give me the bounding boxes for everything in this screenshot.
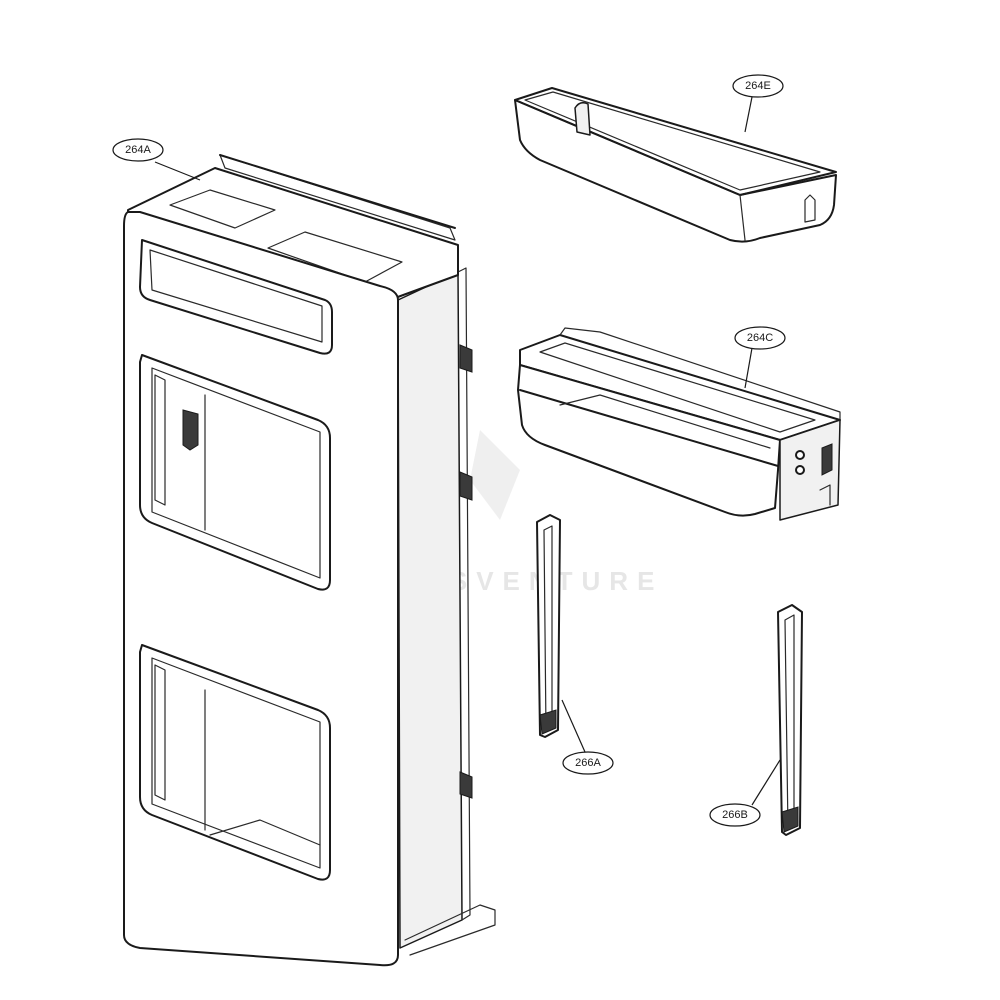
watermark-logo [470, 430, 520, 520]
left-rail-part [536, 514, 561, 738]
door-liner-front [123, 211, 399, 967]
door-liner-side [397, 271, 463, 949]
door-bin-part [517, 327, 841, 521]
callout-label-264C: 264C [747, 332, 773, 344]
callout-266A: 266A [561, 699, 614, 775]
door-liner-clip [459, 344, 473, 373]
upper-basket-front [514, 99, 837, 243]
callout-oval [732, 74, 784, 98]
callout-264A: 264A [112, 138, 201, 181]
callout-264C: 264C [734, 326, 786, 389]
callout-266B: 266B [709, 759, 781, 827]
callout-oval [709, 803, 761, 827]
callout-264E: 264E [732, 74, 784, 133]
door-bin-bracket [779, 419, 841, 521]
door-liner-part [123, 154, 496, 967]
callout-label-264A: 264A [125, 144, 151, 156]
upper-basket-part [514, 87, 837, 243]
right-rail [777, 604, 803, 836]
callout-label-266A: 266A [575, 757, 601, 769]
right-rail-part [777, 604, 803, 836]
door-liner-shelf-3 [139, 644, 331, 881]
door-liner-shelf-1 [139, 239, 333, 355]
left-rail [536, 514, 561, 738]
callout-oval [112, 138, 164, 162]
callout-label-266B: 266B [722, 809, 748, 821]
callout-oval [734, 326, 786, 350]
callout-oval [562, 751, 614, 775]
door-liner-shelf-2 [139, 354, 331, 591]
door-bin-tray [517, 364, 781, 517]
callout-label-264E: 264E [745, 80, 771, 92]
